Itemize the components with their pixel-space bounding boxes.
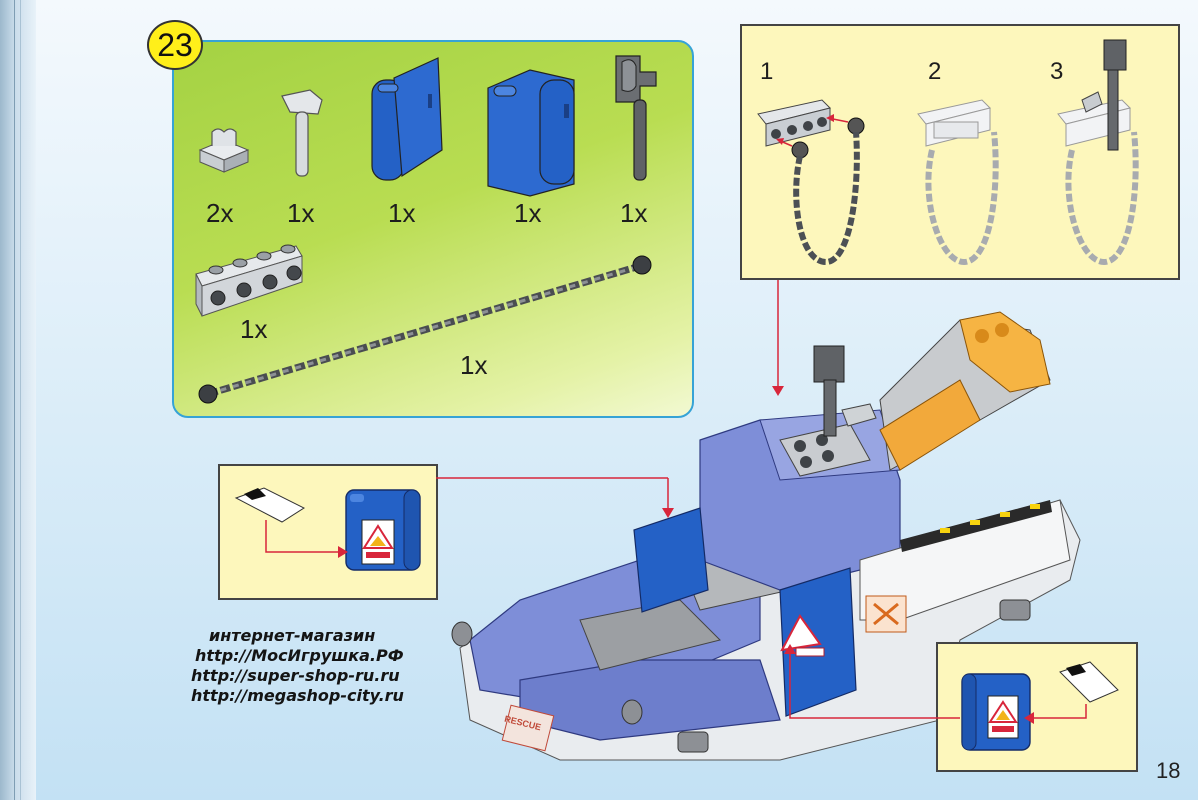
clip-plate-part	[198, 128, 250, 173]
watermark-line-2: http://МосИгрушка.РФ	[195, 646, 404, 665]
substep-1-label: 1	[760, 58, 774, 85]
shop-watermark: интернет-магазин http://МосИгрушка.РФ ht…	[185, 626, 425, 706]
wrench-part	[615, 55, 657, 181]
step-number-badge: 23	[147, 20, 203, 70]
substep-3-drawing	[1057, 39, 1139, 266]
chain-part	[198, 255, 652, 404]
substep-3-label: 3	[1050, 58, 1064, 85]
watermark-line-4: http://megashop-city.ru	[191, 686, 404, 705]
hammer-part	[281, 89, 323, 177]
qty-hammer: 1x	[287, 198, 315, 228]
qty-blue-door-left: 1x	[388, 198, 416, 228]
qty-bracket-plate: 1x	[240, 314, 268, 344]
watermark-line-1: интернет-магазин	[209, 626, 376, 645]
substep-2-drawing	[917, 99, 999, 266]
substep-1-drawing	[757, 99, 865, 266]
watermark-line-3: http://super-shop-ru.ru	[191, 666, 400, 685]
qty-clip-plate: 2x	[206, 198, 234, 228]
qty-chain: 1x	[460, 350, 488, 380]
bracket-plate-part	[195, 244, 303, 317]
page-number: 18	[1156, 758, 1181, 783]
qty-wrench: 1x	[620, 198, 648, 228]
blue-door-left-part	[371, 57, 443, 181]
blue-door-right-part	[487, 69, 575, 197]
qty-blue-door-right: 1x	[514, 198, 542, 228]
substep-2-label: 2	[928, 58, 942, 85]
page-spine	[0, 0, 36, 800]
